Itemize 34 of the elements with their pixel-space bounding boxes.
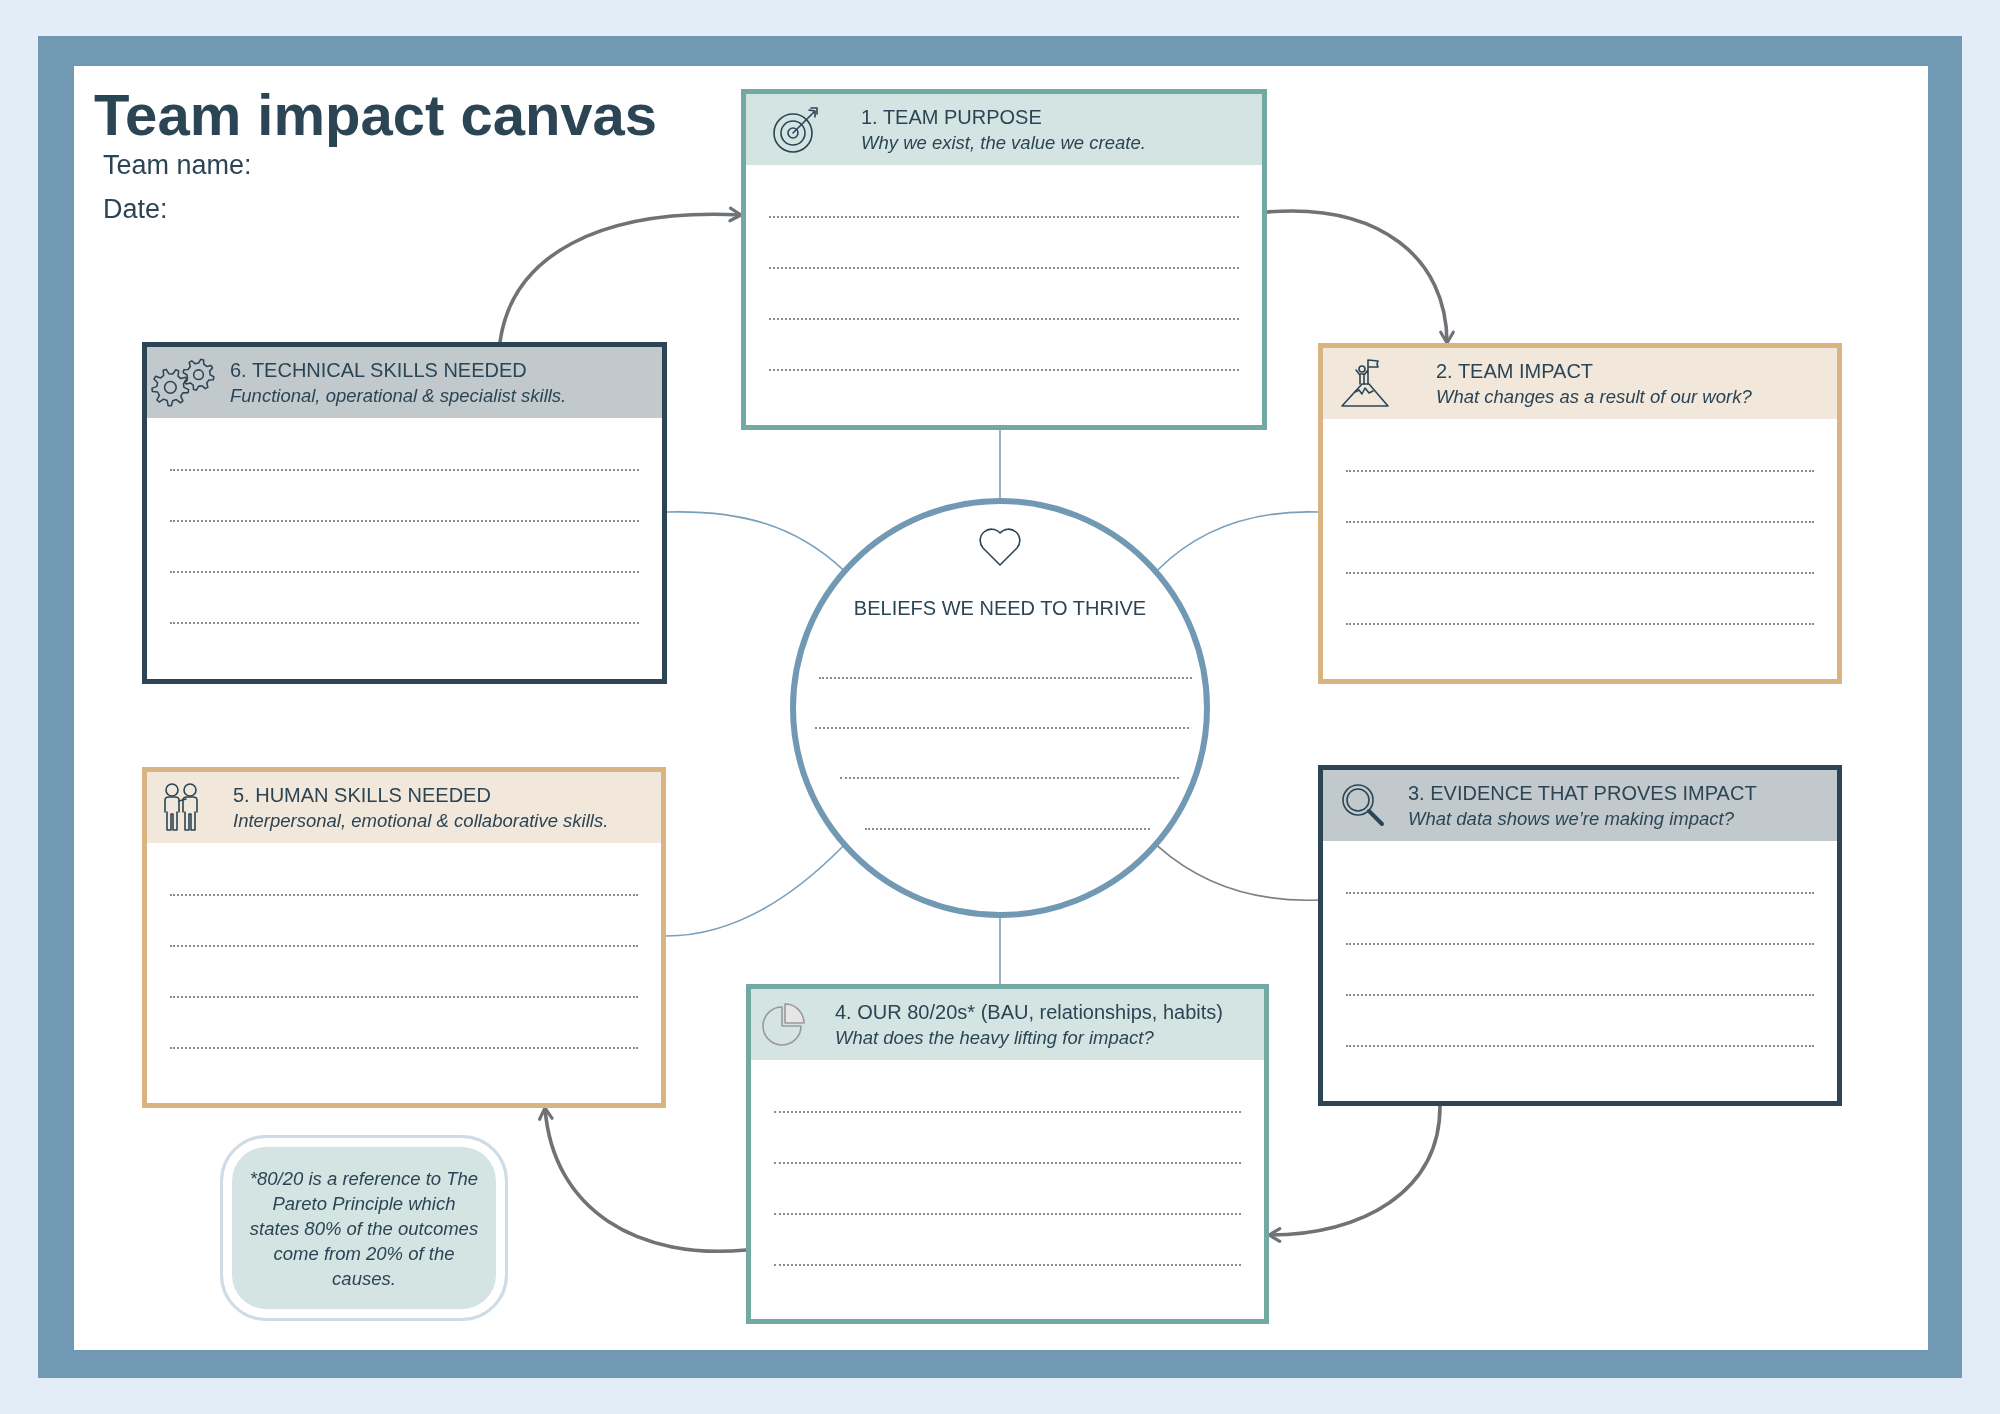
- section-card: [142, 342, 667, 684]
- section-prompt: What data shows we’re making impact?: [1408, 807, 1734, 831]
- field-label: Date:: [103, 193, 168, 226]
- title: Team impact canvas: [94, 82, 658, 148]
- section-heading: 6. TECHNICAL SKILLS NEEDED: [230, 358, 527, 382]
- note-box: [220, 1135, 508, 1321]
- section-prompt: Interpersonal, emotional & collaborative skills.: [233, 809, 609, 833]
- connector-line: [666, 511, 844, 570]
- connector-line: [1157, 845, 1319, 901]
- curved-arrow: [1267, 1104, 1442, 1243]
- section-card: [741, 89, 1267, 430]
- circle-heading: BELIEFS WE NEED TO THRIVE: [853, 596, 1147, 621]
- section-card: [1318, 765, 1842, 1106]
- field-label: Team name:: [103, 149, 252, 182]
- connector-line: [999, 917, 1001, 985]
- note-text: *80/20 is a reference to The Pareto Principle which states 80% of the outcomes come from 20% of the causes.: [248, 1166, 480, 1291]
- curved-arrow: [1265, 209, 1455, 345]
- section-heading: 1. TEAM PURPOSE: [861, 105, 1042, 129]
- section-prompt: What does the heavy lifting for impact?: [835, 1026, 1154, 1050]
- section-heading: 2. TEAM IMPACT: [1436, 359, 1594, 383]
- section-card: [746, 984, 1269, 1324]
- connector-line: [1157, 511, 1319, 571]
- connector-line: [999, 429, 1001, 499]
- section-prompt: Why we exist, the value we create.: [861, 131, 1146, 155]
- section-card: [1318, 343, 1842, 684]
- section-heading: 3. EVIDENCE THAT PROVES IMPACT: [1408, 781, 1757, 805]
- connector-line: [665, 846, 844, 937]
- section-heading: 4. OUR 80/20s* (BAU, relationships, habits): [835, 1000, 1223, 1024]
- curved-arrow: [498, 206, 743, 344]
- section-card: [142, 767, 666, 1108]
- section-prompt: Functional, operational & specialist skills.: [230, 384, 567, 408]
- section-heading: 5. HUMAN SKILLS NEEDED: [233, 783, 491, 807]
- curved-arrow: [538, 1106, 748, 1254]
- section-prompt: What changes as a result of our work?: [1436, 385, 1752, 409]
